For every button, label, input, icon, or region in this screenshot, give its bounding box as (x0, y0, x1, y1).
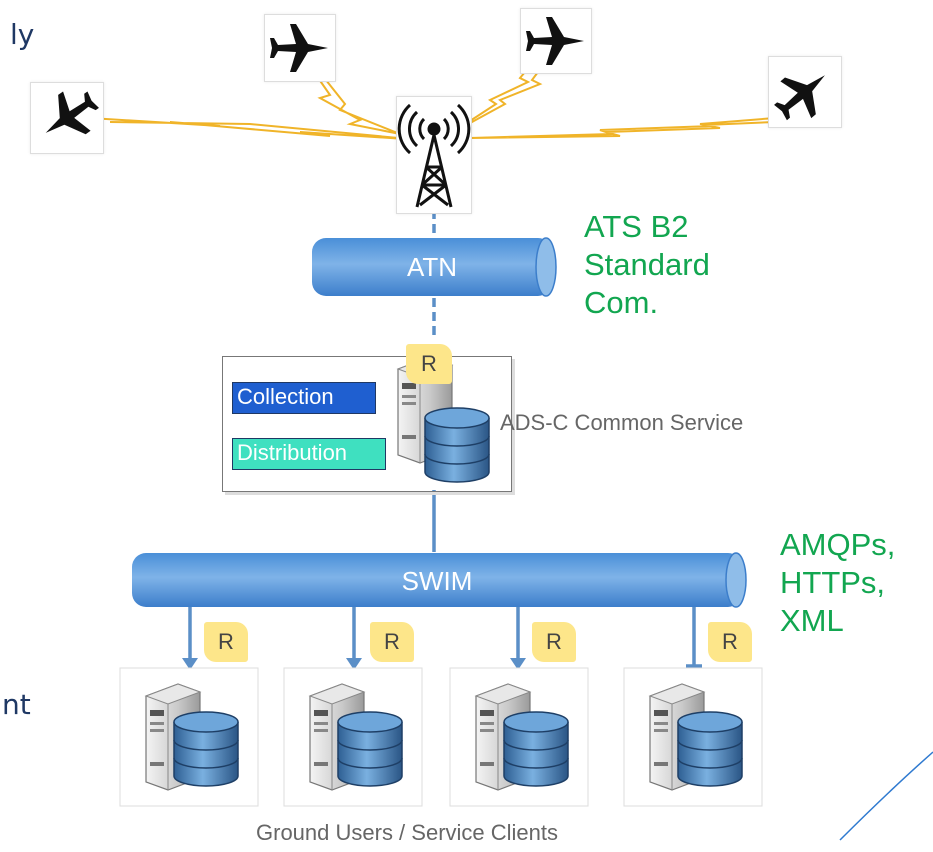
service-box (222, 356, 512, 492)
airplane-icon (768, 56, 842, 128)
radio-tower-icon (396, 96, 472, 214)
distribution-label: Distribution (232, 438, 386, 470)
atn-label: ATN (406, 252, 458, 282)
client-database-icon (503, 711, 569, 787)
swim-label: SWIM (401, 566, 473, 596)
cut-off-text-bottom: nt (2, 688, 31, 721)
decorative-curve (839, 751, 933, 841)
client-r-tag: R (546, 629, 562, 654)
ats-annotation: ATS B2 Standard Com. (584, 208, 710, 322)
airplane-icon (520, 8, 592, 74)
client-database-icon (173, 711, 239, 787)
airplane-icon (30, 82, 104, 154)
service-r-tag: R (421, 351, 437, 376)
receipt-tag-icon: R (532, 622, 576, 662)
ats-line-2: Standard (584, 247, 710, 282)
receipt-tag-icon: R (406, 344, 452, 384)
atn-pipe (312, 237, 557, 297)
clients-caption: Ground Users / Service Clients (256, 820, 558, 845)
protocol-line-3: XML (780, 603, 844, 638)
receipt-tag-icon: R (708, 622, 752, 662)
cut-off-text-top: ly (10, 18, 35, 51)
client-r-tag: R (218, 629, 234, 654)
collection-label: Collection (232, 382, 376, 414)
protocol-annotation: AMQPs, HTTPs, XML (780, 526, 895, 640)
receipt-tag-icon: R (370, 622, 414, 662)
client-database-icon (337, 711, 403, 787)
client-database-icon (677, 711, 743, 787)
service-name: ADS-C Common Service (500, 410, 744, 435)
client-r-tag: R (384, 629, 400, 654)
swim-pipe (132, 552, 747, 608)
client-arrows (182, 607, 702, 670)
ats-line-3: Com. (584, 285, 659, 320)
receipt-tag-icon: R (204, 622, 248, 662)
protocol-line-2: HTTPs, (780, 565, 886, 600)
ats-line-1: ATS B2 (584, 209, 689, 244)
client-r-tag: R (722, 629, 738, 654)
airplane-icon (264, 14, 336, 82)
protocol-line-1: AMQPs, (780, 527, 896, 562)
